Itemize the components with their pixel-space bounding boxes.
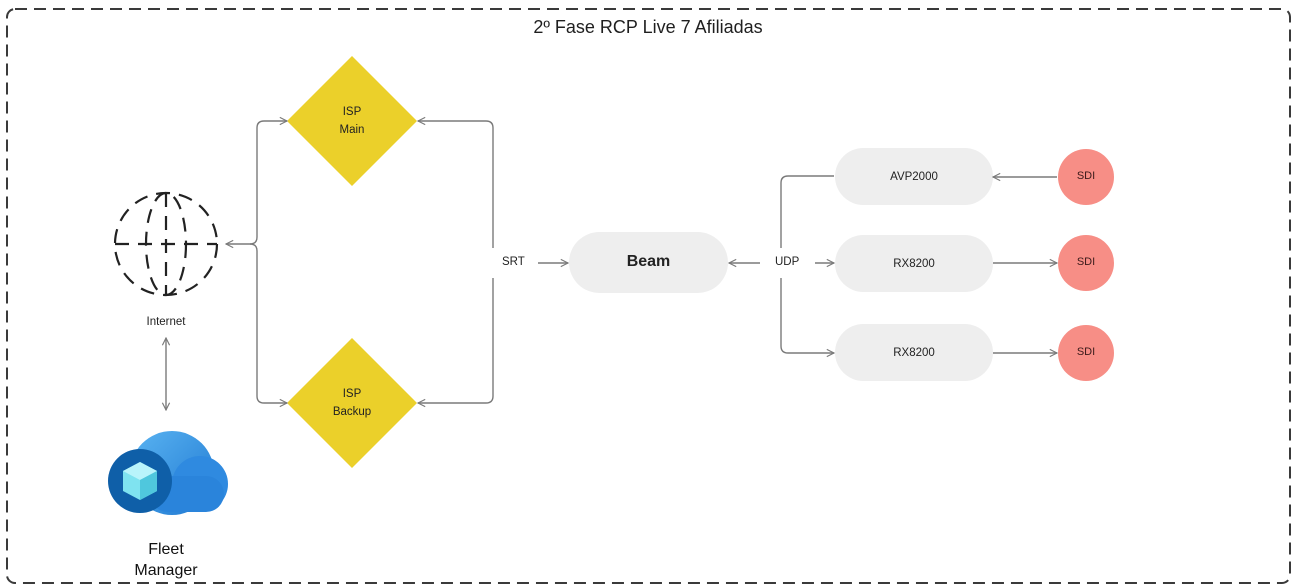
sdi-label-3: SDI <box>1076 346 1096 358</box>
beam-node[interactable] <box>569 232 728 293</box>
isp-main-label: ISP Main <box>312 104 392 138</box>
rx8200-node-b[interactable] <box>835 324 993 381</box>
isp-main-line1: ISP <box>342 106 362 118</box>
edge-udp-avp2000 <box>780 175 834 248</box>
isp-main-diamond[interactable] <box>287 56 417 186</box>
internet-label: Internet <box>146 316 186 328</box>
cloud-cube-icon <box>108 431 228 515</box>
rx8200-label-b: RX8200 <box>893 347 935 359</box>
srt-label: SRT <box>502 256 525 268</box>
fleet-manager-line1: Fleet <box>148 541 184 558</box>
udp-label: UDP <box>775 256 800 268</box>
isp-backup-label: ISP Backup <box>312 386 392 420</box>
edge-srt-isp-main <box>418 121 494 248</box>
edge-udp-rx8200-b <box>780 278 834 353</box>
sdi-label-1: SDI <box>1076 170 1096 182</box>
globe-icon <box>113 191 219 297</box>
avp2000-node[interactable] <box>835 148 993 205</box>
edge-internet-isp-backup <box>249 243 287 403</box>
rx8200-label-a: RX8200 <box>893 258 935 270</box>
edge-internet-isp-main <box>226 121 287 244</box>
sdi-label-2: SDI <box>1076 256 1096 268</box>
fleet-manager-line2: Manager <box>134 562 198 579</box>
frame-border <box>6 8 1291 584</box>
isp-backup-line1: ISP <box>342 388 362 400</box>
beam-label: Beam <box>626 253 671 270</box>
edge-srt-isp-backup <box>418 278 494 403</box>
sdi-node-1[interactable] <box>1058 149 1114 205</box>
isp-backup-line2: Backup <box>332 406 372 418</box>
avp2000-label: AVP2000 <box>890 171 938 183</box>
frame-title: 2º Fase RCP Live 7 Afiliadas <box>533 17 763 37</box>
isp-backup-diamond[interactable] <box>287 338 417 468</box>
sdi-node-2[interactable] <box>1058 235 1114 291</box>
rx8200-node-a[interactable] <box>835 235 993 292</box>
isp-main-line2: Main <box>339 124 365 136</box>
fleet-manager-label: Fleet Manager <box>106 539 226 581</box>
sdi-node-3[interactable] <box>1058 325 1114 381</box>
